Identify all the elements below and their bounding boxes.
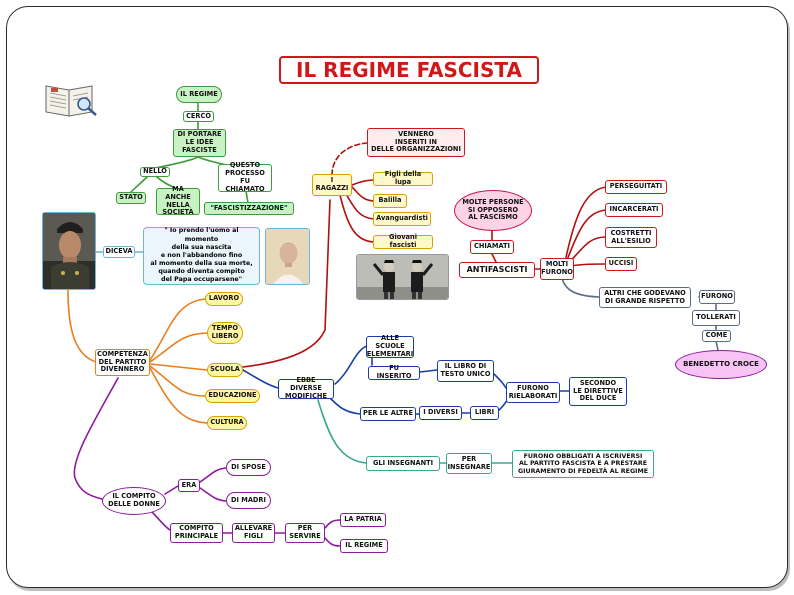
link-ragazzi-giovani <box>339 194 375 243</box>
link-portrait-competenza <box>67 289 97 363</box>
link-ragazzi-avang <box>344 191 375 220</box>
node-antifascisti: ANTIFASCISTI <box>459 262 535 278</box>
link-comp-lavoro <box>149 298 206 361</box>
node-molti-furono: MOLTI FURONO <box>540 258 574 280</box>
link-comp-tempo <box>149 332 208 363</box>
node-secondo: SECONDO LE DIRETTIVE DEL DUCE <box>569 377 627 406</box>
node-benedetto-croce: BENEDETTO CROCE <box>675 350 767 379</box>
node-questo-processo: QUESTO PROCESSO FU CHIAMATO <box>218 161 272 193</box>
quote-box: " Io prendo l'uomo al momento della sua … <box>143 227 260 285</box>
node-altri-che: ALTRI CHE GODEVANO DI GRANDE RISPETTO <box>599 287 691 308</box>
node-scuola: SCUOLA <box>207 363 243 377</box>
book-magnifier-icon <box>42 80 100 120</box>
node-il-regime-2: IL REGIME <box>340 539 388 553</box>
node-fascistizzazione: "FASCISTIZZAZIONE" <box>204 202 294 215</box>
node-nello: NELLO <box>140 167 170 177</box>
link-comp-cultura <box>149 367 208 424</box>
node-educazione: EDUCAZIONE <box>205 389 260 403</box>
node-compito-principale: COMPITO PRINCIPALE <box>170 523 223 543</box>
node-i-ragazzi: I RAGAZZI <box>312 174 352 196</box>
node-perseguitati: PERSEGUITATI <box>605 180 667 194</box>
node-molte-persone: MOLTE PERSONE SI OPPOSERO AL FASCISMO <box>454 190 532 231</box>
page-title: IL REGIME FASCISTA <box>279 56 539 84</box>
node-tempo-libero: TEMPO LIBERO <box>207 322 243 344</box>
link-ragazzi-lupa <box>351 179 375 186</box>
node-fu-inserito: FU INSERITO <box>368 364 420 380</box>
link-donne-era <box>164 485 179 495</box>
node-per-servire: PER SERVIRE <box>285 523 325 543</box>
node-figli-lupa: Figli della lupa <box>373 170 433 186</box>
link-comp-educazione <box>149 365 206 397</box>
node-il-regime: IL REGIME <box>176 86 222 103</box>
node-i-diversi: I DIVERSI <box>419 406 462 420</box>
node-per-le-altre: PER LE ALTRE <box>360 407 416 421</box>
link-processo-fasc <box>245 190 249 204</box>
node-ma-anche: MA ANCHE NELLA SOCIETÀ <box>156 185 200 216</box>
node-avanguardisti: Avanguardisti <box>373 212 431 226</box>
node-balilla: Balilla <box>373 194 407 208</box>
link-fuins-libro <box>419 369 438 373</box>
node-di-spose: DI SPOSE <box>226 459 271 476</box>
link-ebbe-altre <box>329 397 361 415</box>
link-ebbe-insegnanti <box>317 399 367 464</box>
node-furono-obbligati: FURONO OBBLIGATI A ISCRIVERSI AL PARTITO… <box>512 450 654 478</box>
link-libro-rielab <box>493 373 507 389</box>
link-per-regime <box>324 537 341 547</box>
node-vennero: VENNERO INSERITI IN DELLE ORGANIZZAZIONI <box>367 128 465 157</box>
node-uccisi: UCCISI <box>605 257 637 271</box>
link-era-spose <box>199 467 227 483</box>
node-competenza: COMPETENZA DEL PARTITO DIVENNERO <box>95 349 150 376</box>
node-alle-scuole: ALLE SCUOLE ELEMENTARI <box>366 334 414 358</box>
link-comp-donne <box>73 377 119 500</box>
portrait-pope <box>265 228 310 285</box>
node-era: ERA <box>178 479 200 492</box>
node-allevare: ALLEVARE FIGLI <box>232 523 275 543</box>
link-era-madri <box>199 487 227 502</box>
link-nello-stato <box>130 175 149 193</box>
node-costretti: COSTRETTI ALL'ESILIO <box>605 227 657 248</box>
node-il-libro: IL LIBRO DI TESTO UNICO <box>437 360 494 382</box>
portrait-mussolini <box>42 212 96 290</box>
node-di-madri: DI MADRI <box>226 492 271 509</box>
node-incarcerati: INCARCERATI <box>605 203 663 217</box>
node-gli-insegnanti: GLI INSEGNANTI <box>366 456 440 471</box>
link-molti-pers <box>564 186 607 263</box>
link-ragazzi-balilla <box>351 186 375 202</box>
link-come-croce <box>715 340 719 351</box>
node-furono-rielaborati: FURONO RIELABORATI <box>506 382 560 403</box>
link-molti-altri <box>561 277 600 298</box>
node-come: COME <box>702 330 731 342</box>
link-chiamati-anti <box>491 253 497 263</box>
link-per-patria <box>324 519 341 529</box>
node-tollerati: TOLLERATI <box>692 310 740 326</box>
node-compito-donne: IL COMPITO DELLE DONNE <box>102 487 166 515</box>
link-molti-ucc <box>569 263 607 267</box>
link-comp-scuola <box>149 363 208 371</box>
node-libri: LIBRI <box>470 406 499 420</box>
node-lavoro: LAVORO <box>205 292 243 306</box>
node-diceva: DICEVA <box>103 246 135 258</box>
node-furono: FURONO <box>699 290 735 304</box>
node-chiamati: CHIAMATI <box>470 240 514 254</box>
node-per-insegnare: PER INSEGNARE <box>446 453 492 474</box>
node-cultura: CULTURA <box>207 416 247 430</box>
node-di-portare: DI PORTARE LE IDEE FASCISTE <box>173 129 226 157</box>
node-stato: STATO <box>116 192 146 204</box>
link-scuola-ebbe <box>242 369 279 389</box>
node-la-patria: LA PATRIA <box>340 513 386 527</box>
link-ragazzi-vennero <box>331 142 368 176</box>
photo-children-uniform <box>356 254 449 300</box>
node-ebbe-diverse: EBBE DIVERSE MODIFICHE <box>278 376 334 400</box>
link-donne-compito <box>149 509 171 531</box>
link-scuola-ragazzi <box>242 199 331 368</box>
link-ebbe-elem <box>334 345 368 385</box>
link-molti-inc <box>565 209 607 264</box>
node-cerco: CERCÒ <box>183 111 214 122</box>
node-giovani-fascisti: Giovani fascisti <box>373 233 433 249</box>
